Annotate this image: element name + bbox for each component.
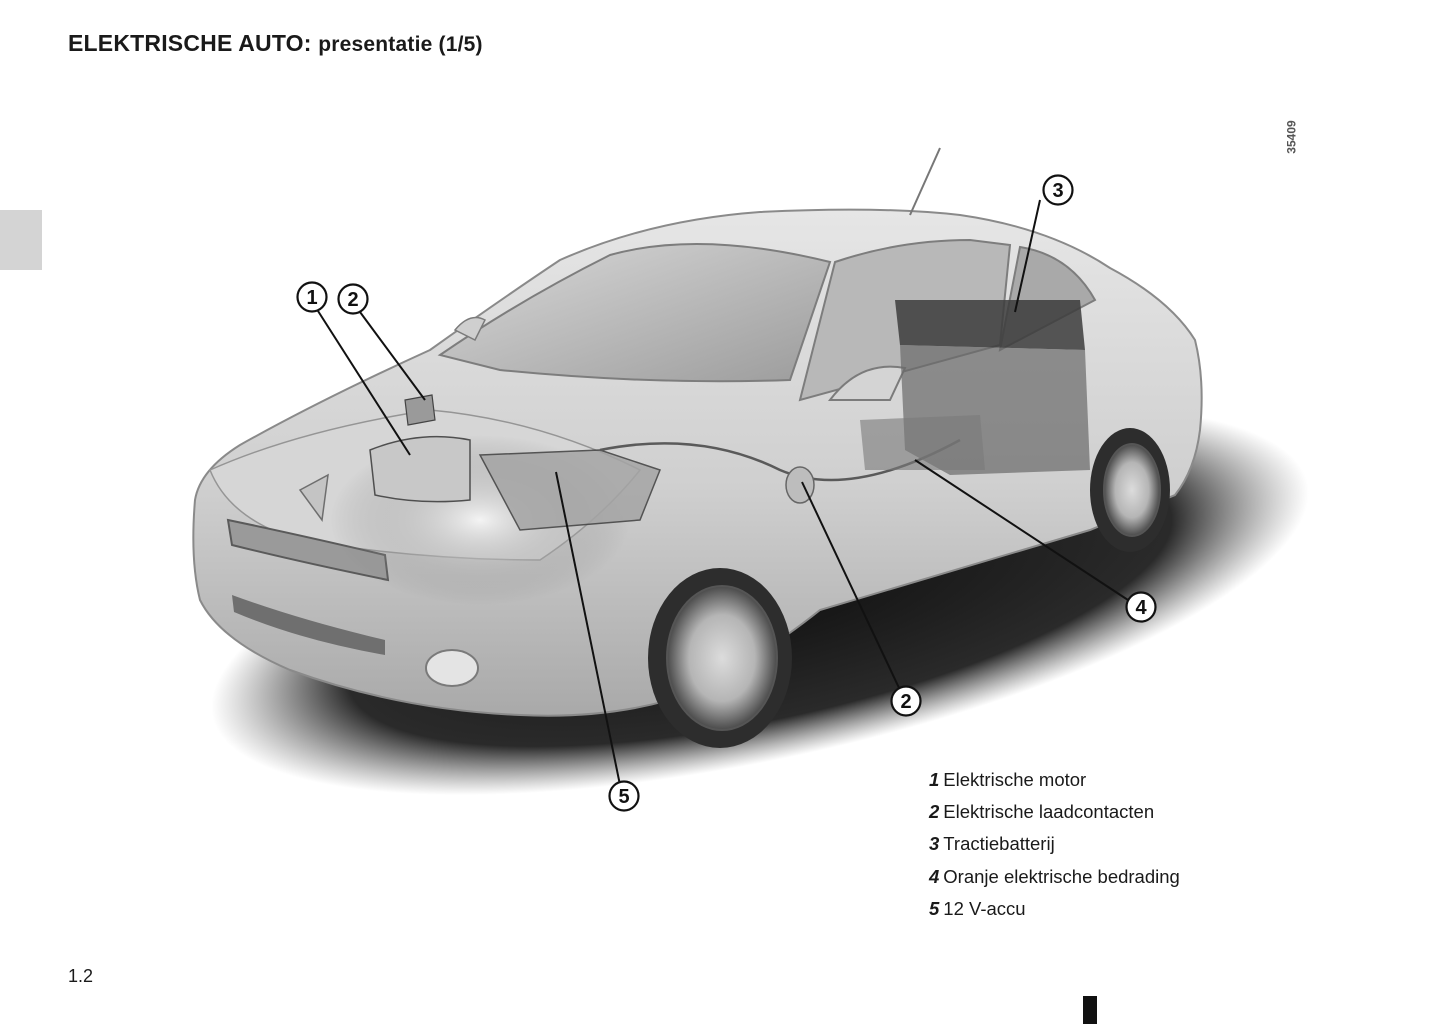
wheels (648, 428, 1170, 748)
section-end-marker (1083, 996, 1097, 1024)
traction-battery (860, 300, 1090, 475)
callout-2-top: 2 (337, 283, 369, 315)
svg-text:2: 2 (900, 691, 911, 713)
page-title: ELEKTRISCHE AUTO: presentatie (1/5) (68, 30, 483, 57)
svg-text:5: 5 (618, 786, 629, 808)
title-sub: presentatie (1/5) (318, 33, 483, 56)
svg-text:4: 4 (1135, 597, 1147, 619)
callout-3: 3 (1042, 174, 1074, 206)
callout-5: 5 (608, 780, 640, 812)
page-number: 1.2 (68, 966, 94, 986)
callout-1: 1 (296, 281, 328, 313)
callout-4: 4 (1125, 591, 1157, 623)
callout-2-bottom: 2 (890, 685, 922, 717)
svg-text:2: 2 (347, 289, 358, 311)
section-tab (0, 210, 42, 270)
svg-text:3: 3 (1052, 180, 1063, 202)
leader-lines (317, 199, 1129, 786)
title-main: ELEKTRISCHE AUTO: (68, 30, 312, 56)
svg-text:1: 1 (306, 287, 317, 309)
